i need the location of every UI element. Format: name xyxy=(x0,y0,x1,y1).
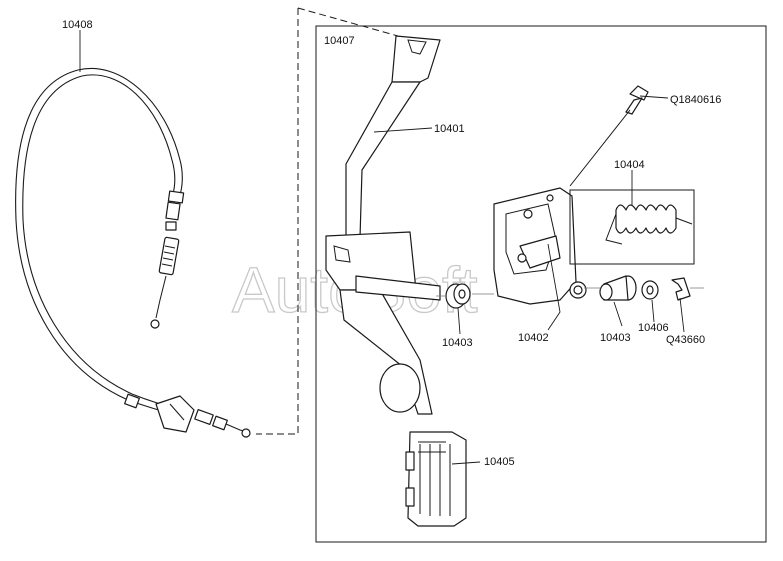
left-bushing xyxy=(436,283,494,335)
mounting-bracket xyxy=(493,187,587,331)
label-lever: 10401 xyxy=(434,123,465,135)
group-boundary xyxy=(256,7,399,435)
label-spring: 10404 xyxy=(614,159,645,171)
assembly-frame xyxy=(315,25,767,543)
cable-assembly xyxy=(15,30,251,438)
bolt xyxy=(569,85,669,187)
label-bracket: 10402 xyxy=(518,332,549,344)
label-clip: Q43660 xyxy=(666,334,705,346)
label-washer: 10406 xyxy=(638,322,669,334)
label-cable: 10408 xyxy=(62,19,93,31)
label-bolt: Q1840616 xyxy=(670,94,721,106)
label-bushing-right: 10403 xyxy=(600,332,631,344)
label-group: 10407 xyxy=(324,35,355,47)
label-pedal-pad: 10405 xyxy=(484,456,515,468)
spring xyxy=(569,170,695,265)
right-hardware xyxy=(584,275,704,333)
pedal-pad xyxy=(405,431,481,527)
label-bushing-left: 10403 xyxy=(442,337,473,349)
clutch-lever xyxy=(325,35,441,415)
